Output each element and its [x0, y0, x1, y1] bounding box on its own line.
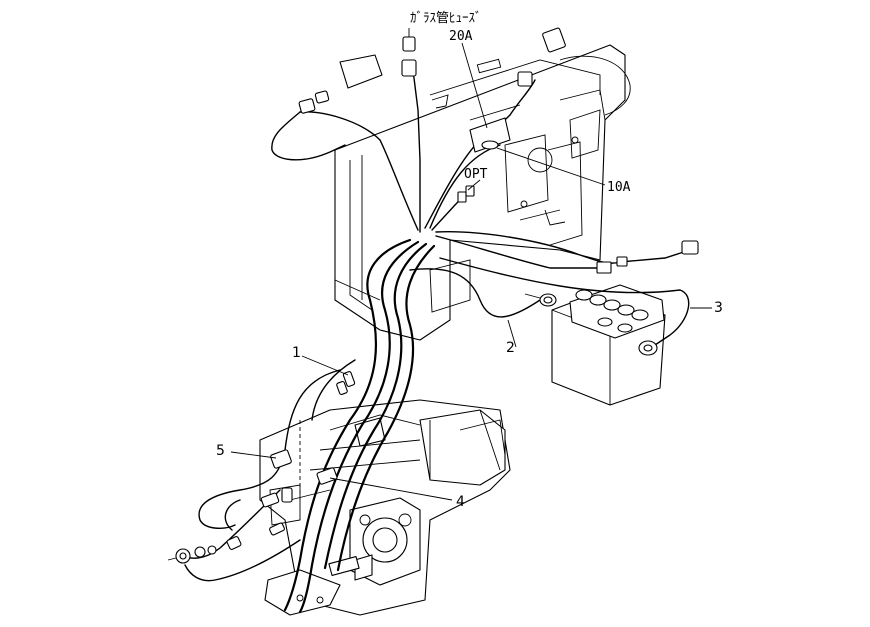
callout-3: 3 — [714, 300, 723, 316]
far-right-connector — [681, 240, 699, 255]
callout-4: 4 — [456, 494, 465, 510]
label-20a: 20A — [449, 29, 473, 44]
callout-2: 2 — [506, 340, 515, 356]
label-10a: 10A — [607, 180, 631, 195]
upper-right-connector — [517, 71, 533, 87]
label-opt: OPT — [464, 167, 488, 182]
upper-left-coupler — [339, 54, 383, 89]
inline-fuse-10a — [481, 140, 499, 150]
connectors — [167, 27, 699, 564]
engine — [259, 399, 511, 616]
callout-5: 5 — [216, 443, 225, 459]
clamp-4 — [316, 467, 338, 485]
right-side-connector — [596, 261, 612, 274]
battery — [551, 284, 666, 406]
clamp-5 — [270, 449, 292, 469]
leader-lines — [230, 42, 712, 501]
relay-connector — [542, 27, 566, 53]
frame-bracket — [334, 44, 631, 341]
label-glass-fuse: ｶﾞﾗｽ管ﾋｭｰｽﾞ — [410, 11, 482, 26]
callout-1: 1 — [292, 345, 301, 361]
fuse-holder-connector — [401, 59, 417, 77]
inline-fuse-20a — [469, 117, 511, 153]
fuse-holder-top-connector — [402, 36, 416, 52]
